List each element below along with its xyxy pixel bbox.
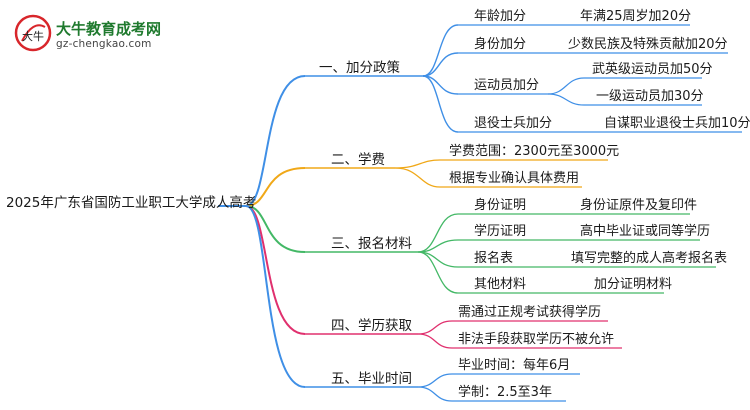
node-id-proof: 身份证明 <box>474 198 527 213</box>
leaf-tuition-range: 学费范围：2300元至3000元 <box>449 144 620 159</box>
node-athlete-bonus: 运动员加分 <box>474 78 540 93</box>
logo-mark-text: 大牛 <box>22 29 44 43</box>
leaf-graduation-month: 毕业时间：每年6月 <box>458 358 571 373</box>
node-education-proof: 学历证明 <box>474 224 527 239</box>
leaf-formal-exam: 需通过正规考试获得学历 <box>458 305 602 320</box>
brand-logo: 大牛 大牛教育成考网 gz-chengkao.com <box>14 14 164 56</box>
root-topic: 2025年广东省国防工业职工大学成人高考 <box>6 195 257 211</box>
leaf-identity-bonus-detail: 少数民族及特殊贡献加20分 <box>568 37 728 52</box>
node-age-bonus: 年龄加分 <box>474 9 527 24</box>
branch-graduation-time: 五、毕业时间 <box>331 371 412 387</box>
leaf-application-form-detail: 填写完整的成人高考报名表 <box>571 251 728 266</box>
branch-bonus-policy: 一、加分政策 <box>319 60 400 76</box>
branch-application-materials: 三、报名材料 <box>331 236 412 252</box>
leaf-age-bonus-detail: 年满25周岁加20分 <box>580 9 692 24</box>
leaf-other-materials-detail: 加分证明材料 <box>594 277 673 292</box>
leaf-athlete-first-class-detail: 一级运动员加30分 <box>596 89 704 104</box>
logo-url: gz-chengkao.com <box>56 38 152 50</box>
node-identity-bonus: 身份加分 <box>474 37 527 52</box>
logo-title: 大牛教育成考网 <box>56 20 162 38</box>
node-application-form: 报名表 <box>474 251 514 266</box>
leaf-tuition-by-major: 根据专业确认具体费用 <box>449 171 580 186</box>
leaf-education-proof-detail: 高中毕业证或同等学历 <box>580 224 711 239</box>
leaf-athlete-elite-detail: 武英级运动员加50分 <box>592 62 713 77</box>
node-veteran-bonus: 退役士兵加分 <box>474 116 553 131</box>
branch-tuition: 二、学费 <box>331 152 385 168</box>
node-other-materials: 其他材料 <box>474 277 527 292</box>
branch-degree-acquisition: 四、学历获取 <box>331 318 412 334</box>
leaf-veteran-bonus-detail: 自谋职业退役士兵加10分 <box>604 116 750 131</box>
leaf-study-duration: 学制：2.5至3年 <box>458 385 552 400</box>
leaf-illegal-means: 非法手段获取学历不被允许 <box>458 332 615 347</box>
logo-mark-icon: 大牛 <box>14 14 52 52</box>
leaf-id-proof-detail: 身份证原件及复印件 <box>580 198 698 213</box>
